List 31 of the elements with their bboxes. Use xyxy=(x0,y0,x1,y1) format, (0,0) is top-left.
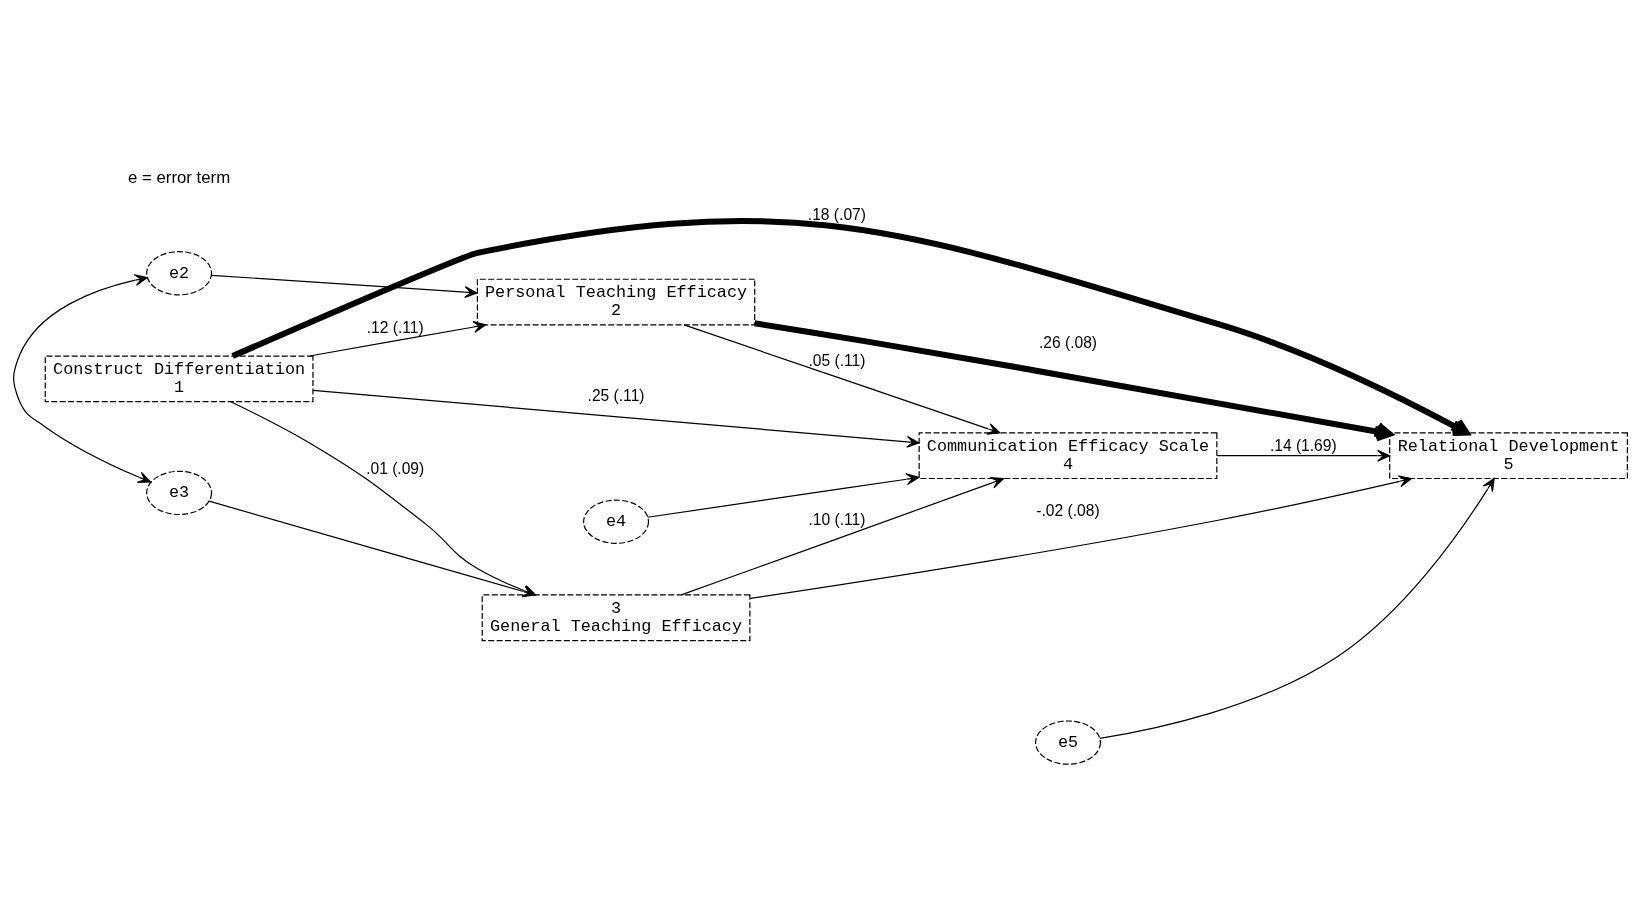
edge-label: .26 (.08) xyxy=(1038,333,1098,351)
node-box: Construct Differentiation 1 xyxy=(44,354,314,402)
arrow xyxy=(1216,449,1391,462)
node-ellipse: e3 xyxy=(146,470,213,515)
arrow xyxy=(312,389,920,448)
edge-label: .25 (.11) xyxy=(587,386,645,404)
edge-label: .12 (.11) xyxy=(366,318,424,336)
node-box: 3 General Teaching Efficacy xyxy=(481,593,751,641)
edge-label: -.02 (.08) xyxy=(1036,501,1100,519)
edge-label: .10 (.11) xyxy=(808,510,866,528)
edge-label: .18 (.07) xyxy=(807,205,866,223)
edge-label: .14 (1.69) xyxy=(1269,436,1337,454)
edge-label: .01 (.09) xyxy=(366,459,425,477)
arrow xyxy=(749,474,1413,599)
node-ellipse: e4 xyxy=(583,499,650,544)
node-box: Personal Teaching Efficacy 2 xyxy=(476,278,756,325)
arrow xyxy=(1099,477,1495,739)
node-ellipse: e2 xyxy=(146,250,213,295)
node-box: Communication Efficacy Scale 4 xyxy=(918,431,1218,479)
arrow xyxy=(647,472,920,518)
edge-label: .05 (.11) xyxy=(808,351,866,369)
arrow xyxy=(754,319,1393,441)
node-box: Relational Development 5 xyxy=(1389,431,1628,479)
arrow xyxy=(231,217,1470,436)
arrow xyxy=(680,476,1005,595)
label: e = error term xyxy=(127,167,231,187)
arrow xyxy=(210,274,478,298)
arrow xyxy=(13,273,152,483)
arrow xyxy=(308,320,487,357)
node-ellipse: e5 xyxy=(1035,719,1101,765)
arrow xyxy=(683,323,1001,435)
